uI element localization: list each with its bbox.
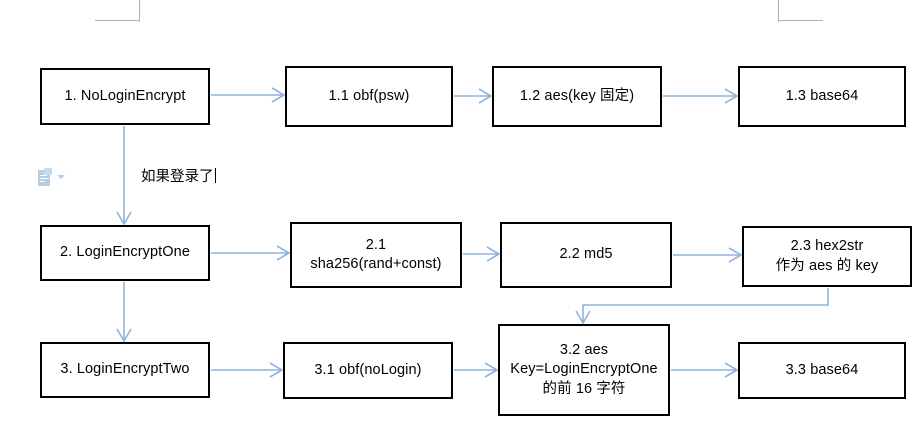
flow-node-label: 1.3 base64 bbox=[785, 87, 859, 104]
annotation-login-note: 如果登录了 bbox=[141, 165, 216, 186]
flow-node-label: 2. LoginEncryptOne bbox=[60, 244, 190, 261]
flow-node-no-login-encrypt[interactable]: 1. NoLoginEncrypt bbox=[40, 68, 210, 125]
flow-node-label: 2.2 md5 bbox=[559, 246, 613, 263]
edge-n1-n11 bbox=[211, 87, 286, 103]
page-margin-corner-top-right bbox=[778, 0, 823, 22]
text-cursor bbox=[214, 168, 216, 183]
flow-node-sha256[interactable]: 2.1 sha256(rand+const) bbox=[290, 222, 462, 288]
edge-n2-n21 bbox=[211, 245, 291, 261]
edge-n21-n22 bbox=[463, 246, 501, 262]
flow-node-label: 3.2 aes Key=LoginEncryptOne 的前 16 字符 bbox=[510, 342, 658, 397]
edge-n2-n3 bbox=[116, 282, 132, 343]
edge-n1-n2 bbox=[116, 126, 132, 226]
flow-node-label: 1.2 aes(key 固定) bbox=[519, 87, 635, 104]
page-margin-corner-top-left bbox=[95, 0, 140, 22]
flow-node-label: 3. LoginEncryptTwo bbox=[60, 361, 190, 378]
flow-node-base64-1[interactable]: 1.3 base64 bbox=[738, 66, 906, 127]
flow-node-base64-3[interactable]: 3.3 base64 bbox=[738, 342, 906, 399]
edge-n32-n33 bbox=[671, 362, 739, 378]
flow-node-label: 3.3 base64 bbox=[785, 361, 859, 378]
flow-node-label: 1. NoLoginEncrypt bbox=[64, 87, 186, 104]
annotation-text: 如果登录了 bbox=[141, 169, 214, 185]
chevron-down-icon[interactable] bbox=[57, 175, 65, 179]
flow-node-obf-psw[interactable]: 1.1 obf(psw) bbox=[285, 66, 453, 127]
flow-node-md5[interactable]: 2.2 md5 bbox=[500, 222, 672, 288]
edge-n31-n32 bbox=[454, 362, 499, 378]
flow-node-label: 2.3 hex2str 作为 aes 的 key bbox=[775, 238, 879, 274]
paste-options-smart-tag[interactable] bbox=[38, 168, 65, 186]
flow-node-label: 1.1 obf(psw) bbox=[328, 87, 410, 104]
flow-node-label: 3.1 obf(noLogin) bbox=[314, 361, 422, 378]
flow-node-hex2str[interactable]: 2.3 hex2str 作为 aes 的 key bbox=[742, 226, 912, 287]
flow-node-aes-fixed-key[interactable]: 1.2 aes(key 固定) bbox=[492, 66, 662, 127]
edge-n23-n32 bbox=[575, 288, 829, 325]
flow-node-aes-key-prefix[interactable]: 3.2 aes Key=LoginEncryptOne 的前 16 字符 bbox=[498, 324, 670, 416]
flow-node-login-encrypt-one[interactable]: 2. LoginEncryptOne bbox=[40, 225, 210, 281]
flow-node-label: 2.1 sha256(rand+const) bbox=[310, 236, 442, 272]
edge-n11-n12 bbox=[454, 88, 493, 104]
edge-n22-n23 bbox=[673, 247, 743, 263]
paste-options-icon[interactable] bbox=[38, 168, 53, 186]
edge-n3-n31 bbox=[211, 362, 284, 378]
edge-n12-n13 bbox=[663, 88, 739, 104]
flow-node-obf-nologin[interactable]: 3.1 obf(noLogin) bbox=[283, 342, 453, 399]
flow-node-login-encrypt-two[interactable]: 3. LoginEncryptTwo bbox=[40, 342, 210, 398]
